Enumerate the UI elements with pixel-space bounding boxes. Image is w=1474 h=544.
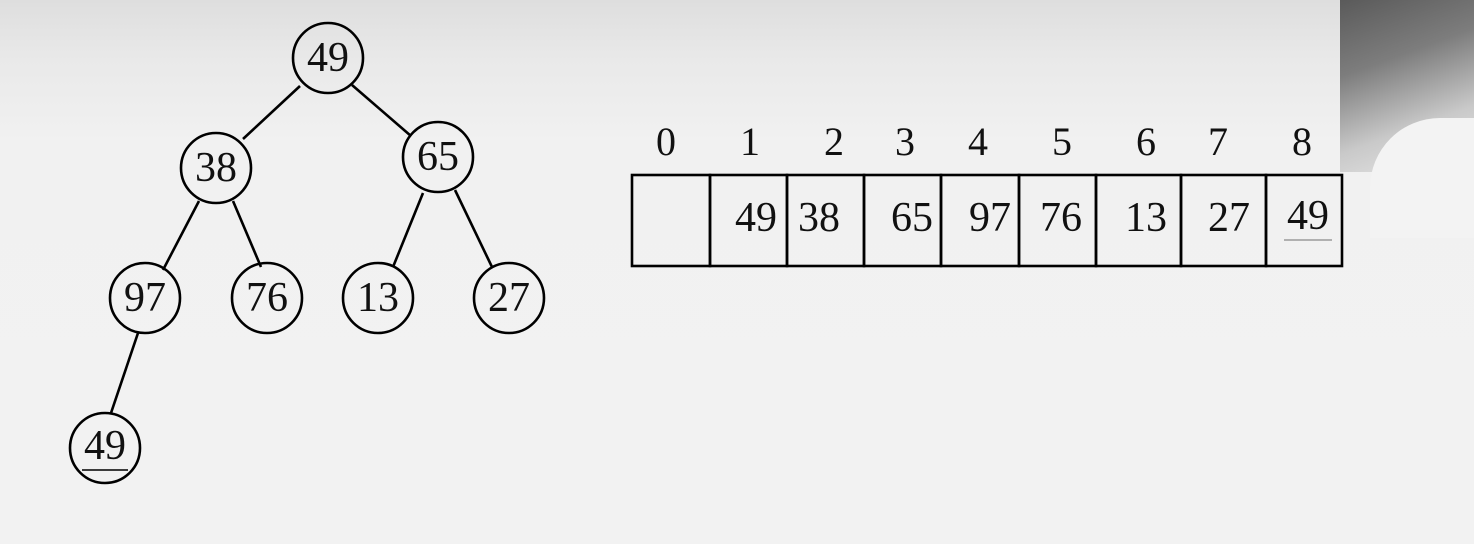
edge-n3-n7 <box>453 189 494 268</box>
array-cell: 97 <box>939 173 1021 268</box>
tree-node: 76 <box>230 261 304 335</box>
array-index-label: 7 <box>1208 119 1228 164</box>
array-index-label: 0 <box>656 119 676 164</box>
array-cell-value: 27 <box>1208 195 1250 241</box>
array-index-label: 4 <box>968 119 988 164</box>
tree-node-value: 65 <box>417 134 459 180</box>
array-cell-underlined: 49 <box>1264 173 1344 268</box>
edge-n4-n8 <box>109 332 140 414</box>
array-cell-value: 76 <box>1040 195 1082 241</box>
tree-node: 65 <box>401 120 475 194</box>
array-index-label: 3 <box>895 119 915 164</box>
array-cell: 27 <box>1179 173 1268 268</box>
edge-n2-n5 <box>231 200 263 268</box>
tree-node: 97 <box>108 261 182 335</box>
array-cell: 49 <box>708 173 789 268</box>
array-index-label: 2 <box>824 119 844 164</box>
array-cell-value: 65 <box>891 195 933 241</box>
array-cell-value: 49 <box>735 195 777 241</box>
presenter-video-inset <box>1340 0 1474 238</box>
tree-node: 27 <box>472 261 546 335</box>
tree-edges <box>109 84 494 414</box>
tree-node-value: 38 <box>195 145 237 191</box>
array-cells: 49 38 65 97 76 13 27 49 <box>630 173 1344 268</box>
tree-node: 38 <box>179 131 253 205</box>
presenter-shoulder <box>1370 118 1474 238</box>
array-index-label: 8 <box>1292 119 1312 164</box>
edge-n1-n2 <box>242 85 301 140</box>
tree-node-value: 76 <box>246 275 288 321</box>
array-cell-value: 49 <box>1287 193 1329 239</box>
tree-node-value: 49 <box>84 423 126 469</box>
tree-node-underlined: 49 <box>68 411 142 485</box>
array-cell <box>630 173 712 268</box>
array-cell: 65 <box>862 173 943 268</box>
array-cell: 76 <box>1017 173 1098 268</box>
tree-node-value: 97 <box>124 275 166 321</box>
array-cell-value: 97 <box>969 195 1011 241</box>
edge-n3-n6 <box>391 192 425 268</box>
tree-node-value: 13 <box>357 275 399 321</box>
array-cell: 38 <box>785 173 866 268</box>
tree-node-value: 27 <box>488 275 530 321</box>
array-cell-value: 38 <box>798 195 840 241</box>
array-index-row: 0 1 2 3 4 5 6 7 8 <box>656 119 1312 164</box>
tree-node: 49 <box>291 21 365 95</box>
array-index-label: 6 <box>1136 119 1156 164</box>
array-index-label: 1 <box>740 119 760 164</box>
edge-n2-n4 <box>161 200 201 271</box>
array-cell: 13 <box>1094 173 1183 268</box>
tree-node: 13 <box>341 261 415 335</box>
array-index-label: 5 <box>1052 119 1072 164</box>
edge-n1-n3 <box>351 84 412 137</box>
tree-node-value: 49 <box>307 35 349 81</box>
array-cell-value: 13 <box>1125 195 1167 241</box>
